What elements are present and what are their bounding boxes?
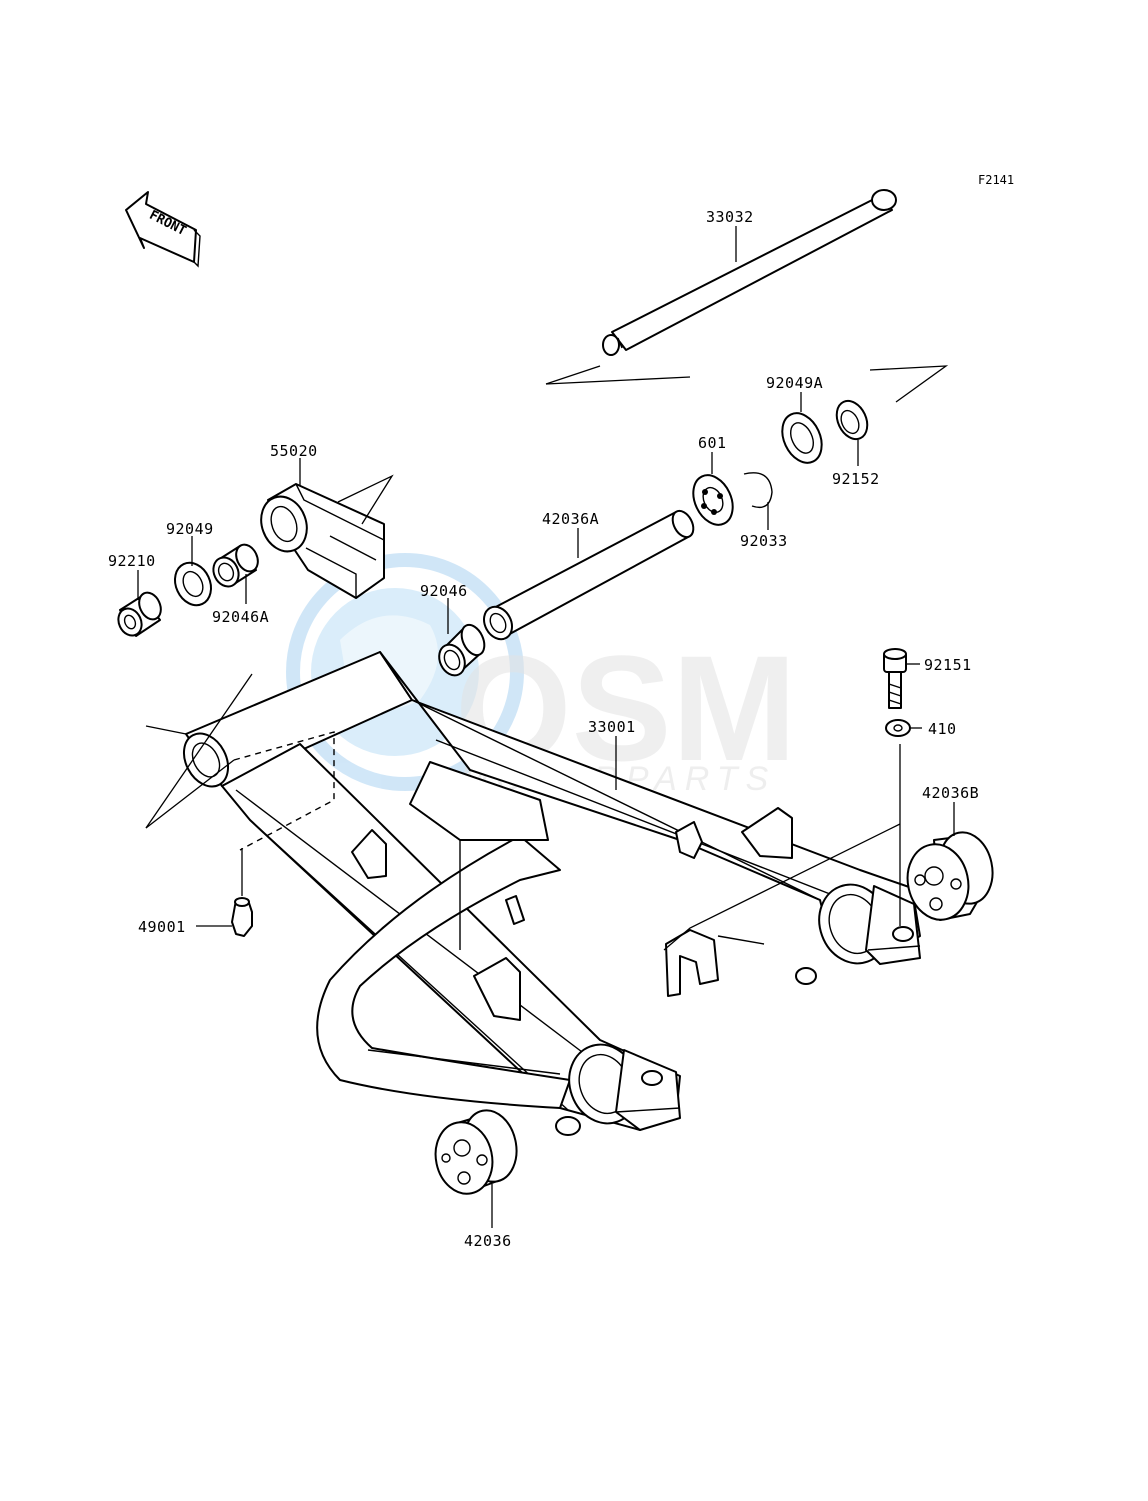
part-label-410: 410 <box>928 720 957 738</box>
bolt-92151 <box>883 648 907 709</box>
part-label-92049A: 92049A <box>766 374 823 392</box>
collar-92210 <box>117 591 162 637</box>
washer-410 <box>885 719 911 737</box>
grease-nipple-49001 <box>231 897 253 937</box>
part-label-33001: 33001 <box>588 718 636 736</box>
eccentric-hub-42036B <box>906 831 994 921</box>
swingarm-33001 <box>182 651 921 1136</box>
part-label-92046: 92046 <box>420 582 468 600</box>
oil-seal-92049 <box>174 561 212 607</box>
front-arrow-icon: FRONT <box>125 191 201 268</box>
part-label-92152: 92152 <box>832 470 880 488</box>
part-label-33032: 33032 <box>706 208 754 226</box>
needle-bearing-92046 <box>438 623 486 677</box>
sleeve-42036A <box>483 509 695 641</box>
needle-bearing-92046A <box>212 543 259 588</box>
part-label-49001: 49001 <box>138 918 186 936</box>
collar-92152 <box>835 399 869 441</box>
part-label-92049: 92049 <box>166 520 214 538</box>
part-label-92046A: 92046A <box>212 608 269 626</box>
pivot-shaft <box>602 189 897 356</box>
circlip-92033 <box>743 472 773 509</box>
oil-seal-92049A <box>781 412 823 464</box>
part-label-601: 601 <box>698 434 727 452</box>
part-label-42036B: 42036B <box>922 784 979 802</box>
part-label-42036: 42036 <box>464 1232 512 1250</box>
part-label-55020: 55020 <box>270 442 318 460</box>
eccentric-hub-42036 <box>434 1109 518 1195</box>
part-label-92151: 92151 <box>924 656 972 674</box>
part-label-92033: 92033 <box>740 532 788 550</box>
part-label-92210: 92210 <box>108 552 156 570</box>
ball-bearing-601 <box>692 474 734 526</box>
chain-guide-55020 <box>260 483 385 599</box>
part-label-42036A: 42036A <box>542 510 599 528</box>
figure-code: F2141 <box>978 173 1014 187</box>
